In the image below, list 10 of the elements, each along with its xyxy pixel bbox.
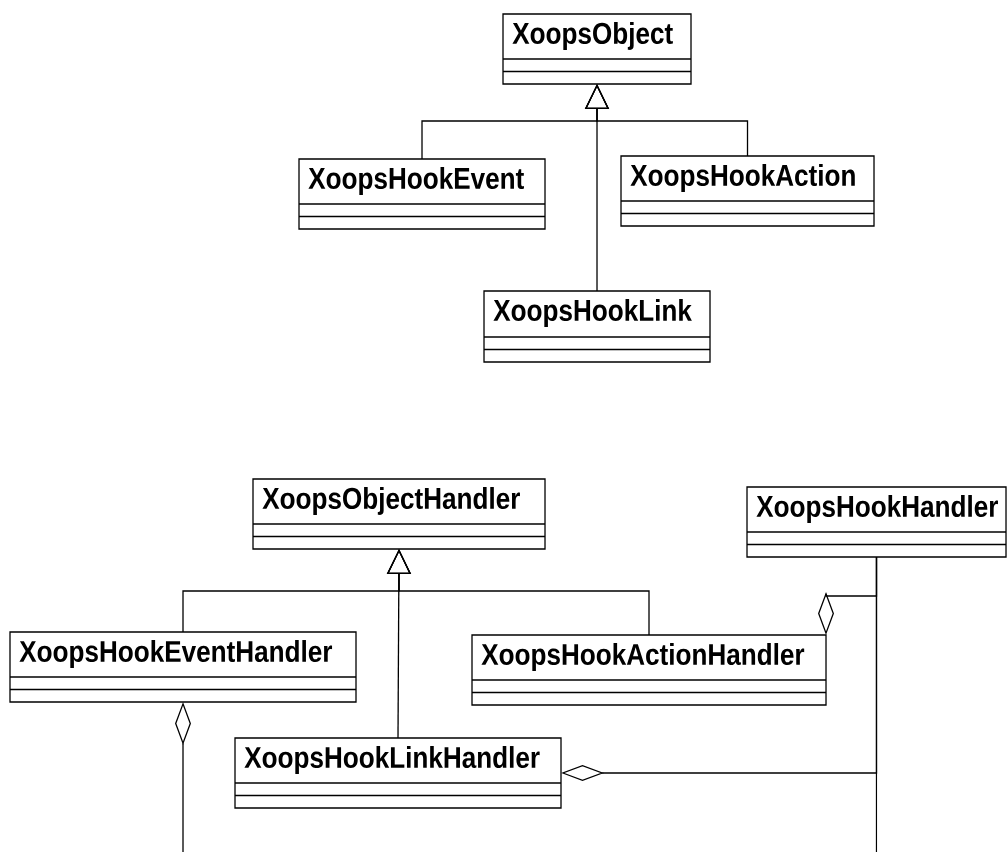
class-box: XoopsHookAction	[620, 155, 875, 227]
class-box: XoopsHookLink	[483, 290, 711, 363]
class-box: XoopsHookEvent	[298, 158, 546, 230]
class-box: XoopsHookLinkHandler	[234, 737, 562, 809]
class-box: XoopsHookActionHandler	[471, 634, 827, 706]
class-box: XoopsObjectHandler	[252, 478, 546, 550]
class-box: XoopsHookHandler	[746, 486, 1007, 558]
aggregation-line	[175, 556, 878, 852]
class-box: XoopsHookEventHandler	[9, 631, 357, 703]
class-box: XoopsObject	[502, 13, 692, 85]
